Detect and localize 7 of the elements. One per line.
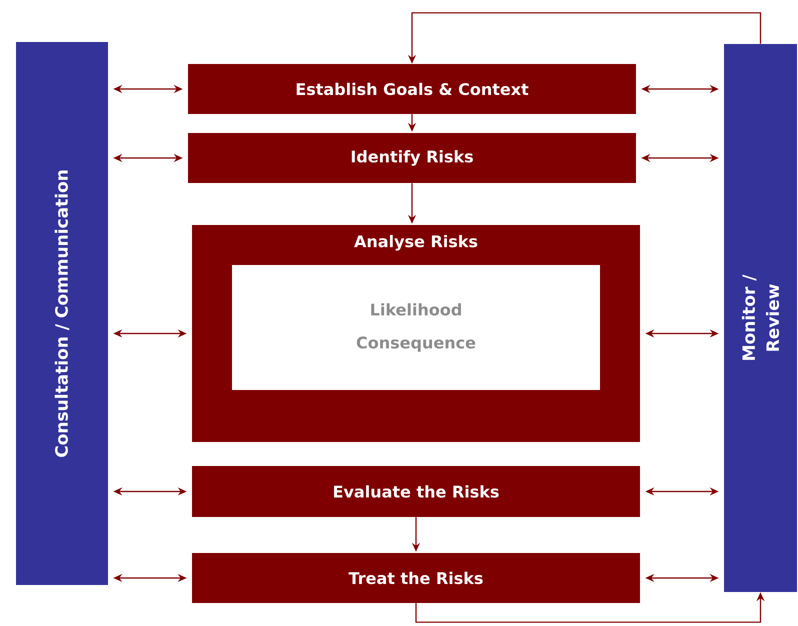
- process-box: Treat the Risks: [192, 552, 640, 603]
- process-box: Identify Risks: [188, 133, 636, 183]
- process-box: Evaluate the Risks: [192, 466, 640, 517]
- side-bar: Consultation / Communication: [16, 42, 108, 585]
- factor-box: Likelihood Consequence: [232, 265, 600, 390]
- side-bar: Monitor / Review: [724, 44, 797, 592]
- process-box: Establish Goals & Context: [188, 64, 636, 114]
